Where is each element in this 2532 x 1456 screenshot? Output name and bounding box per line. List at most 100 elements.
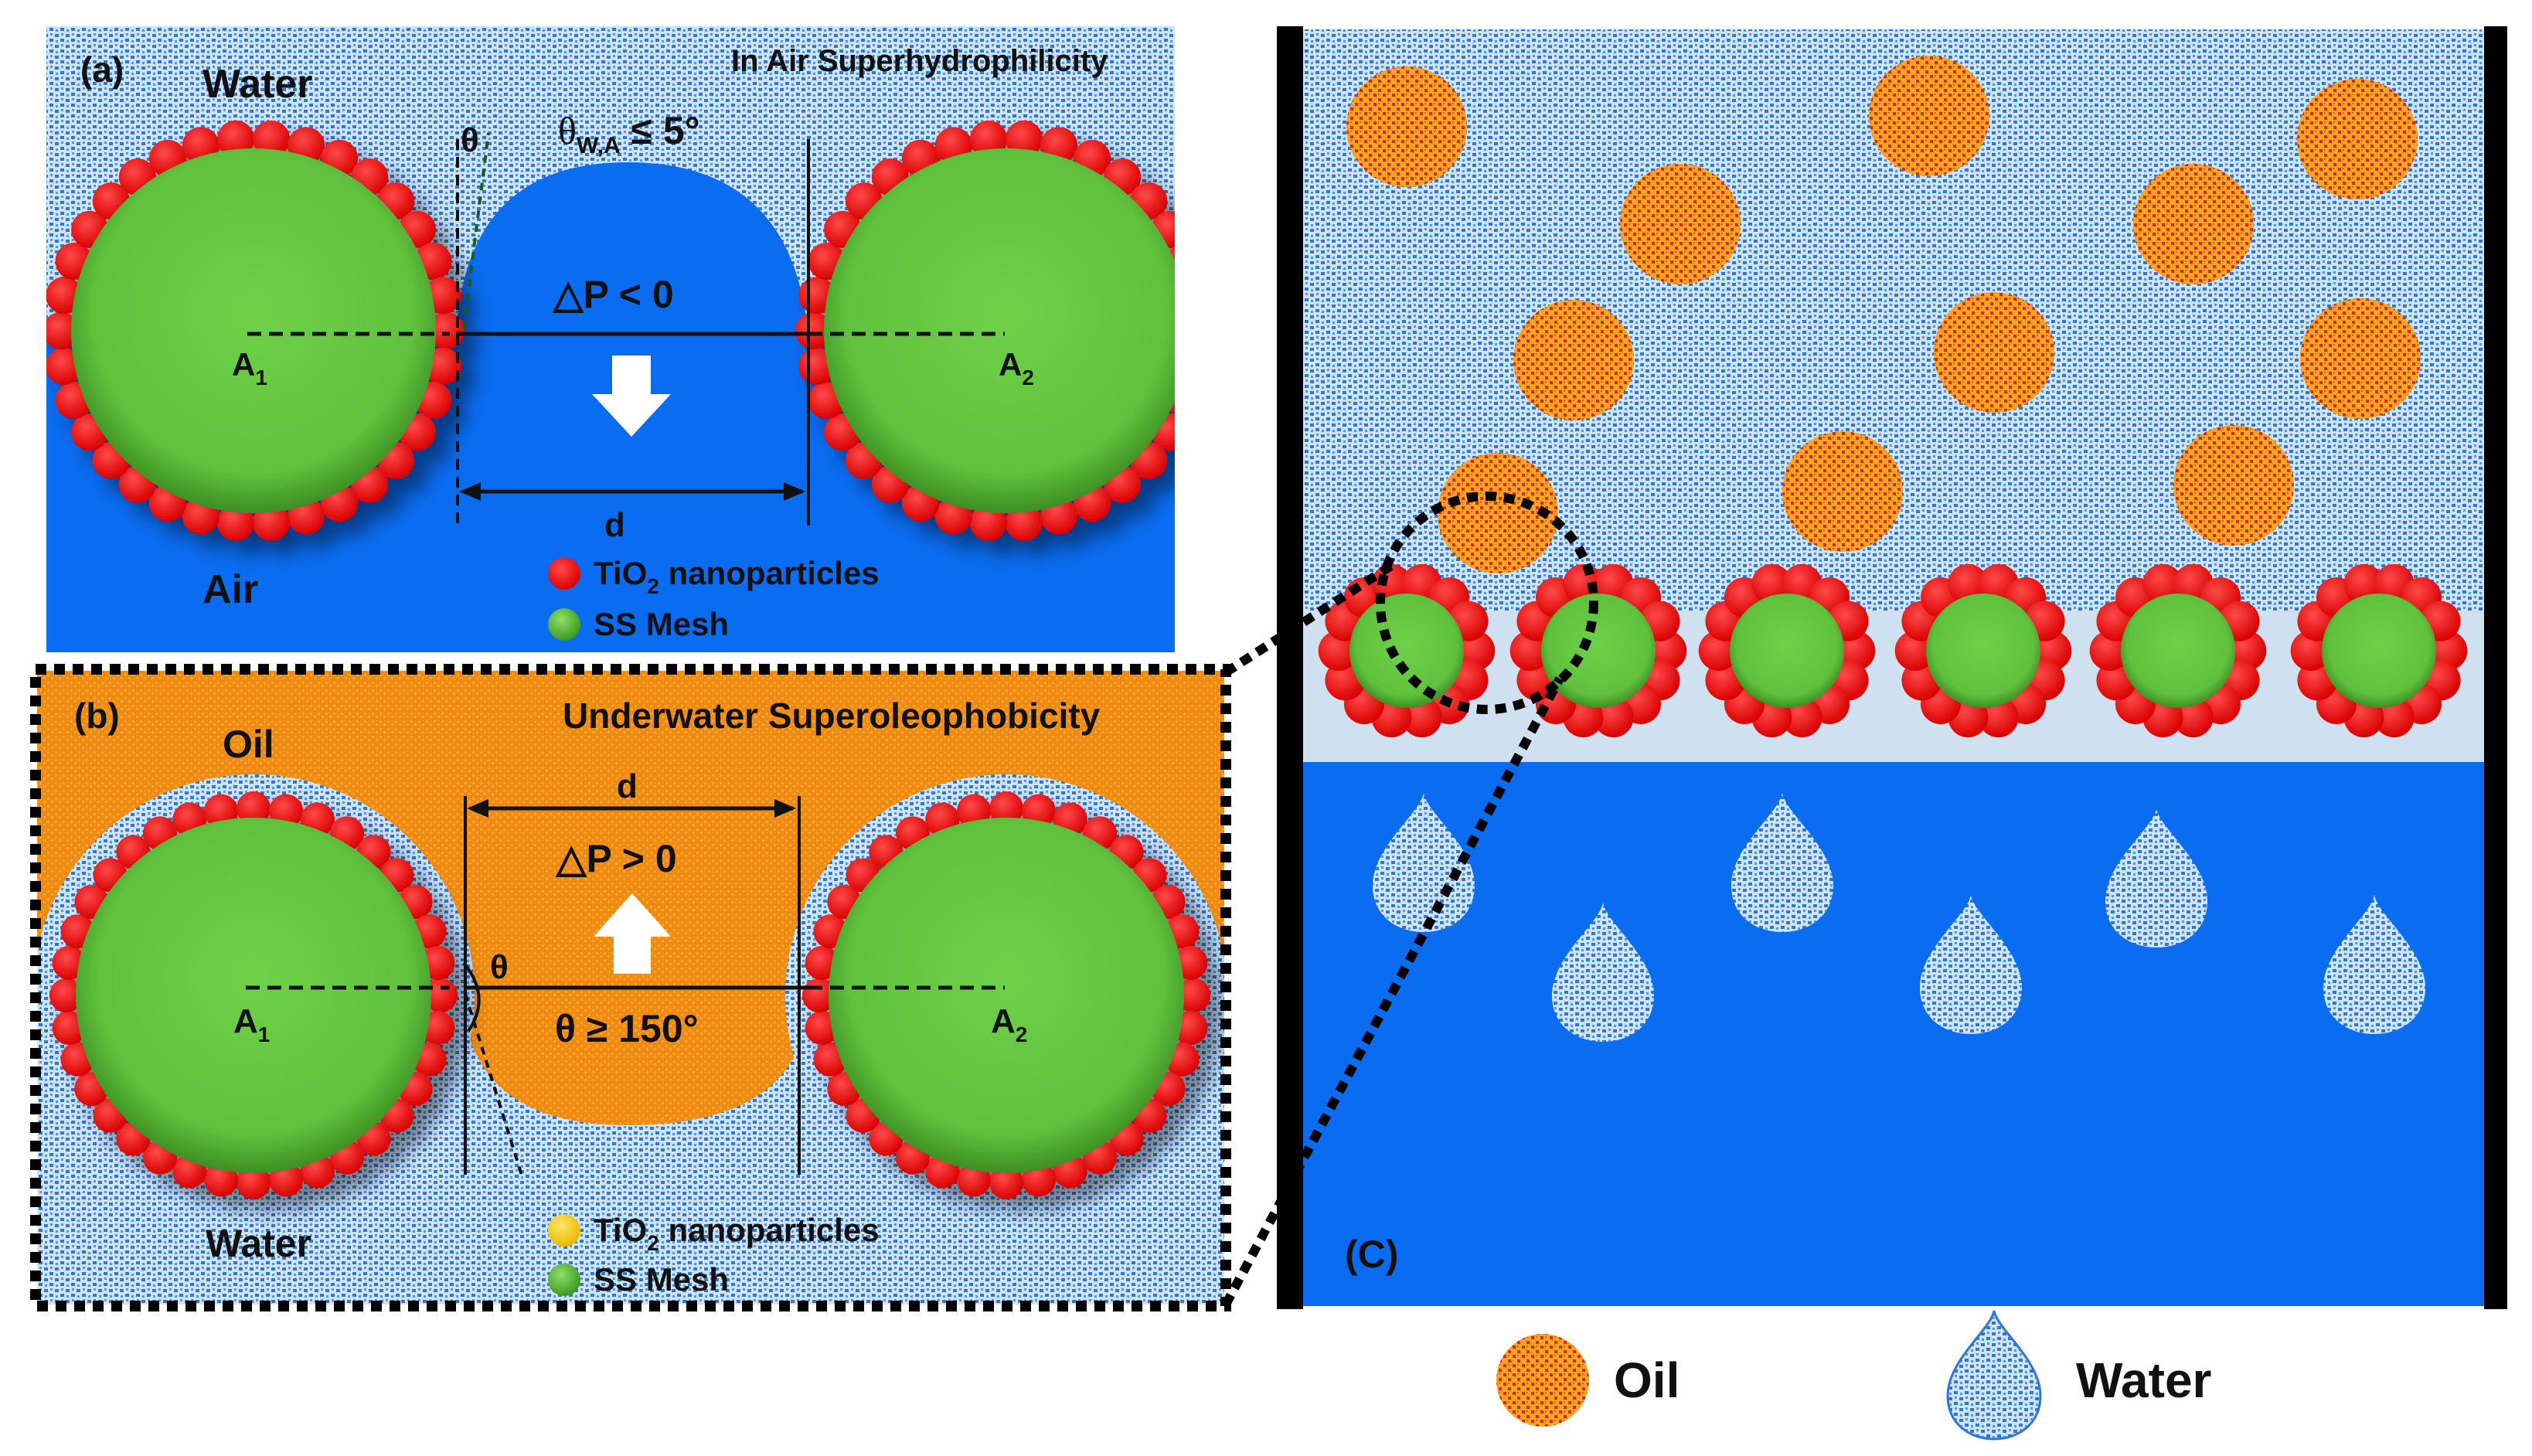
oil-droplet bbox=[1513, 300, 1634, 420]
tio2-nanoparticle bbox=[46, 312, 80, 349]
water-drop bbox=[1373, 793, 1475, 932]
panel-a-down-arrow bbox=[592, 355, 671, 437]
oil-droplet bbox=[1620, 164, 1741, 284]
panel-b-gap-arrowhead-right bbox=[774, 799, 796, 818]
panel-a-legend-mesh: SS Mesh bbox=[594, 606, 729, 642]
ss-mesh-wire bbox=[824, 148, 1175, 513]
oil-droplet bbox=[1869, 56, 1989, 176]
panel-b-right-center: A2 bbox=[991, 1002, 1027, 1046]
legend-oil-label: Oil bbox=[1614, 1352, 1679, 1408]
panel-a-gap-label: d bbox=[604, 506, 625, 544]
oil-droplet bbox=[2297, 79, 2418, 199]
water-drop bbox=[2323, 895, 2425, 1034]
panel-a-contact-angle: θW,A ≤ 5° bbox=[558, 109, 700, 158]
tio2-nanoparticle bbox=[252, 120, 290, 158]
panel-b-legend-mesh-swatch bbox=[548, 1264, 580, 1296]
panel-b-gap-arrowhead-left bbox=[467, 799, 488, 818]
ss-mesh-wire bbox=[1541, 594, 1656, 708]
tio2-nanoparticle bbox=[795, 312, 832, 349]
panel-a-legend-mesh-swatch bbox=[548, 608, 580, 641]
tio2-nanoparticle bbox=[237, 1165, 271, 1200]
panel-b-pressure: △P > 0 bbox=[555, 837, 677, 880]
panel-a-wire-right bbox=[795, 120, 1214, 542]
panel-a-gap-arrowhead-left bbox=[459, 482, 481, 501]
ss-mesh-wire bbox=[829, 818, 1184, 1173]
ss-mesh-wire bbox=[76, 818, 431, 1173]
panel-c-membrane-band bbox=[1292, 611, 2495, 762]
panel-b-tag: (b) bbox=[74, 696, 120, 736]
panel-b-wire-left bbox=[49, 791, 458, 1200]
panel-a-left-center: A1 bbox=[232, 346, 267, 390]
tio2-nanoparticle bbox=[1177, 348, 1214, 385]
tio2-nanoparticle bbox=[427, 312, 465, 349]
tio2-nanoparticle bbox=[1005, 120, 1043, 158]
panel-a-wire-left bbox=[46, 120, 465, 542]
tio2-nanoparticle bbox=[1176, 978, 1211, 1012]
panel-a-top-medium: Water bbox=[202, 62, 313, 107]
zoom-connector-bottom bbox=[1221, 676, 1564, 1307]
tio2-nanoparticle bbox=[1005, 504, 1043, 542]
oil-droplet bbox=[1346, 66, 1467, 187]
tio2-nanoparticle bbox=[970, 504, 1008, 542]
panel-a-bottom-medium: Air bbox=[202, 567, 258, 612]
panel-b-left-center: A1 bbox=[233, 1002, 270, 1046]
tio2-nanoparticle bbox=[49, 978, 83, 1012]
panel-c-coated-mesh bbox=[1318, 563, 2468, 738]
panel-c-tag: (C) bbox=[1345, 1233, 1398, 1276]
legend: Oil Water bbox=[1496, 1310, 2211, 1441]
panel-b: (b) Oil Underwater Superoleophobicity d … bbox=[37, 671, 1224, 1305]
panel-a-tangent-line bbox=[462, 132, 490, 329]
oil-droplet bbox=[1438, 453, 1558, 573]
tio2-nanoparticle bbox=[989, 1165, 1023, 1200]
panel-a-legend-np: TiO2 nanoparticles bbox=[594, 555, 880, 598]
panel-b-gap-label: d bbox=[617, 767, 638, 805]
panel-a-title: In Air Superhydrophilicity bbox=[731, 44, 1108, 78]
panel-b-legend-np-swatch bbox=[548, 1214, 580, 1247]
tio2-nanoparticle bbox=[252, 504, 290, 542]
legend-oil-swatch bbox=[1496, 1334, 1589, 1427]
zoom-connector-top bbox=[1223, 561, 1394, 677]
water-drop bbox=[1920, 895, 2022, 1034]
tio2-nanoparticle bbox=[237, 791, 271, 825]
oil-droplet bbox=[2300, 298, 2421, 419]
oil-droplet bbox=[2173, 425, 2294, 546]
panel-a-legend-np-swatch bbox=[548, 557, 580, 590]
panel-b-top-medium: Oil bbox=[223, 723, 274, 766]
ss-mesh-wire bbox=[2121, 594, 2235, 708]
water-drop bbox=[2105, 808, 2207, 947]
oil-droplet bbox=[1782, 431, 1903, 552]
tio2-nanoparticle bbox=[217, 120, 255, 158]
panel-b-dashed-border bbox=[30, 664, 1231, 1311]
panel-b-angle-arc bbox=[462, 961, 481, 1032]
panel-a-water-meniscus bbox=[456, 162, 808, 338]
panel-a-theta: θ bbox=[461, 121, 479, 159]
panel-b-title: Underwater Superoleophobicity bbox=[563, 696, 1101, 736]
oil-droplet bbox=[2133, 164, 2254, 284]
panel-a-tag: (a) bbox=[80, 49, 124, 90]
tio2-nanoparticle bbox=[989, 791, 1023, 825]
water-drop bbox=[1552, 903, 1654, 1042]
panel-b-legend-np: TiO2 nanoparticles bbox=[594, 1212, 880, 1255]
panel-a: (a) Water In Air Superhydrophilicity θ θ… bbox=[46, 26, 1214, 652]
panel-c-oil-droplets bbox=[1346, 56, 2421, 573]
panel-a-right-center: A2 bbox=[999, 346, 1034, 390]
panel-b-theta: θ bbox=[490, 948, 509, 986]
ss-mesh-wire bbox=[1730, 594, 1844, 708]
panel-b-up-arrow bbox=[594, 893, 671, 974]
panel-b-bottom-medium: Water bbox=[206, 1222, 311, 1265]
panel-c-zoom-circle bbox=[1376, 492, 1598, 714]
legend-water-label: Water bbox=[2076, 1352, 2211, 1408]
ss-mesh-wire bbox=[71, 148, 436, 513]
panel-b-contact-angle: θ ≥ 150° bbox=[555, 1007, 699, 1050]
ss-mesh-wire bbox=[1349, 594, 1464, 708]
legend-water-swatch bbox=[1946, 1310, 2042, 1441]
tio2-nanoparticle bbox=[217, 504, 255, 542]
panel-c-water-drops bbox=[1373, 793, 2425, 1042]
ss-mesh-wire bbox=[2322, 594, 2436, 708]
panel-b-legend-mesh: SS Mesh bbox=[594, 1261, 729, 1298]
panel-b-tangent-line bbox=[464, 993, 524, 1179]
oil-droplet bbox=[1934, 292, 2054, 413]
tio2-nanoparticle bbox=[970, 120, 1008, 158]
panel-c-right-wall bbox=[2484, 26, 2507, 1309]
